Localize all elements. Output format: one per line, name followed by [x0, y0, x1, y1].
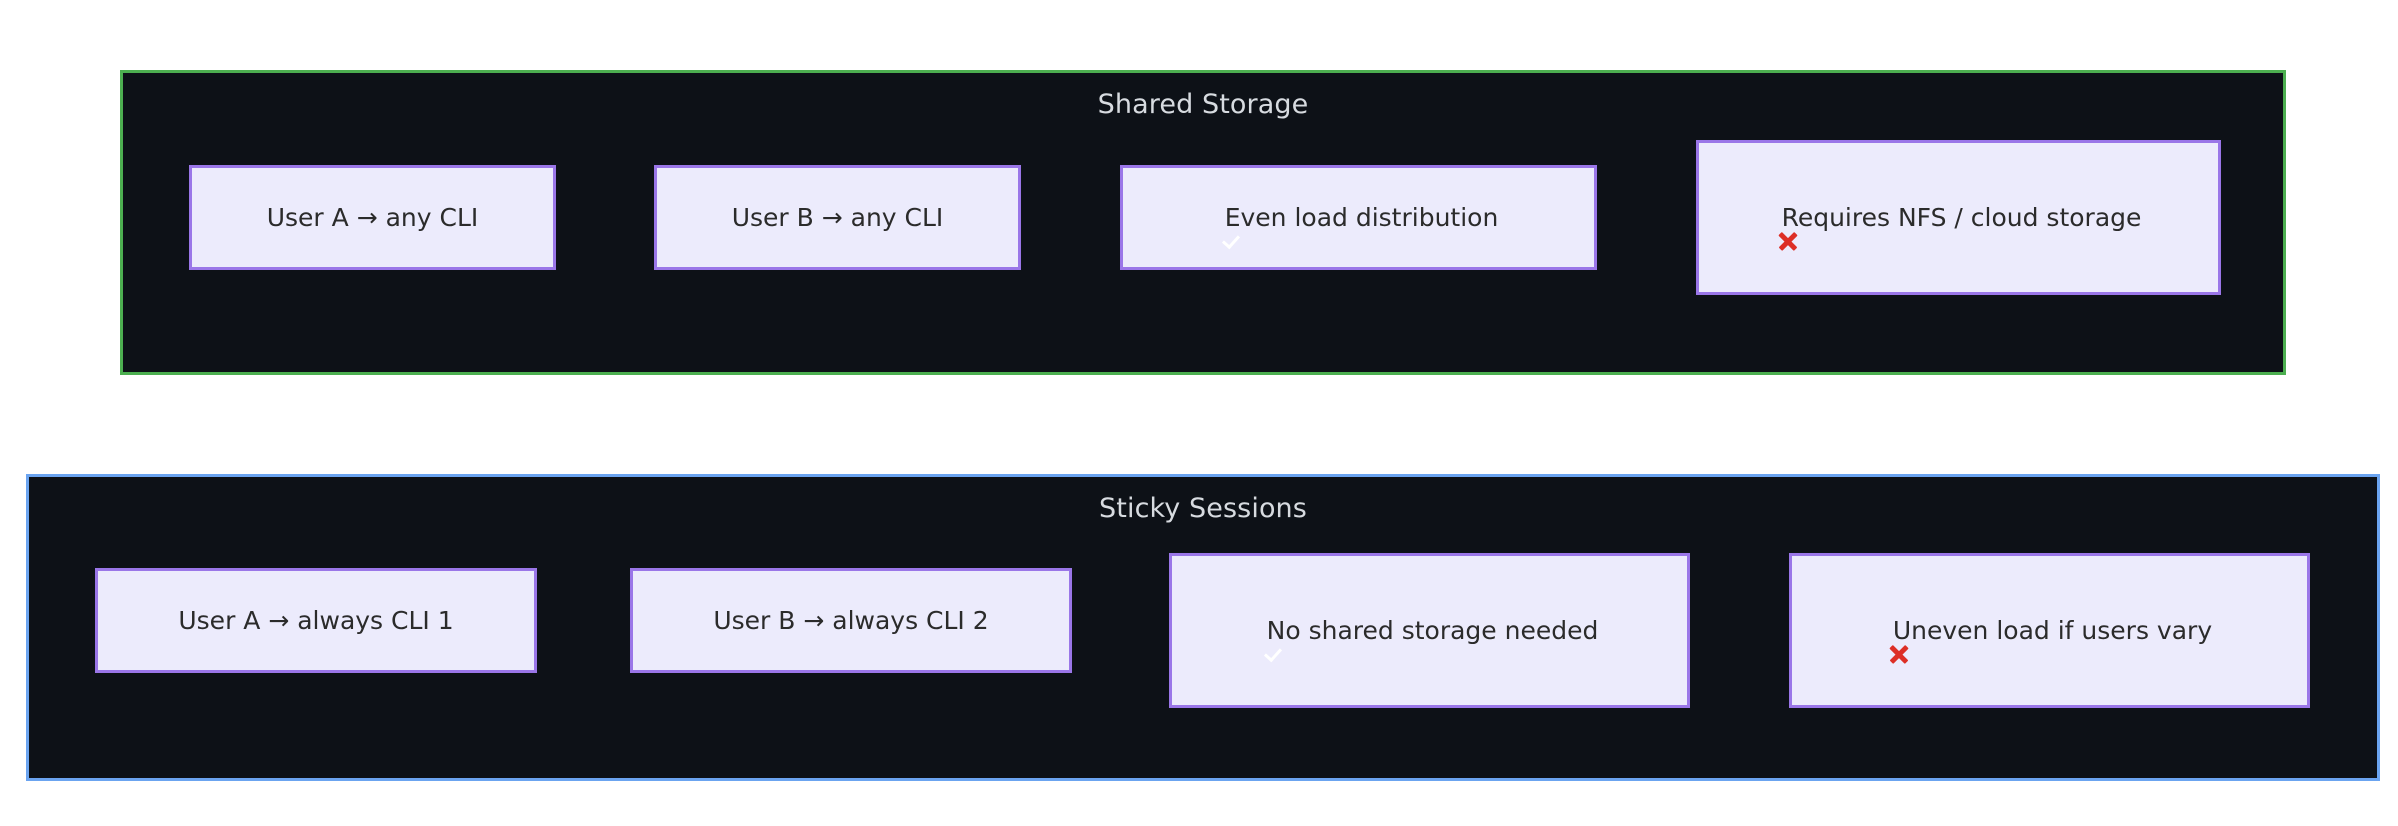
node-label: User B → always CLI 2 — [713, 606, 989, 635]
node-label: User B → any CLI — [731, 203, 944, 232]
node-user-a-always-cli-1[interactable]: User A → always CLI 1 — [95, 568, 537, 673]
node-label-wrapper: Uneven load if users vary — [1887, 614, 2212, 647]
group-title-shared-storage: Shared Storage — [1097, 89, 1309, 120]
node-user-b-always-cli-2[interactable]: User B → always CLI 2 — [630, 568, 1072, 673]
node-user-a-any-cli[interactable]: User A → any CLI — [189, 165, 556, 270]
node-label: User A → any CLI — [266, 203, 479, 232]
node-label-wrapper: Requires NFS / cloud storage — [1776, 201, 2142, 234]
node-no-shared-storage-needed[interactable]: No shared storage needed — [1169, 553, 1690, 708]
node-user-b-any-cli[interactable]: User B → any CLI — [654, 165, 1021, 270]
node-label: Even load distribution — [1224, 203, 1499, 232]
node-label: Requires NFS / cloud storage — [1781, 203, 2142, 232]
node-label: User A → always CLI 1 — [178, 606, 454, 635]
node-even-load-distribution[interactable]: Even load distribution — [1120, 165, 1597, 270]
group-title-sticky-sessions: Sticky Sessions — [1099, 493, 1307, 524]
node-requires-nfs-cloud-storage[interactable]: Requires NFS / cloud storage — [1696, 140, 2221, 295]
node-label-wrapper: No shared storage needed — [1261, 614, 1599, 647]
node-label-wrapper: Even load distribution — [1219, 201, 1499, 234]
node-uneven-load-if-users-vary[interactable]: Uneven load if users vary — [1789, 553, 2310, 708]
node-label: No shared storage needed — [1266, 616, 1599, 645]
node-label: Uneven load if users vary — [1892, 616, 2213, 645]
